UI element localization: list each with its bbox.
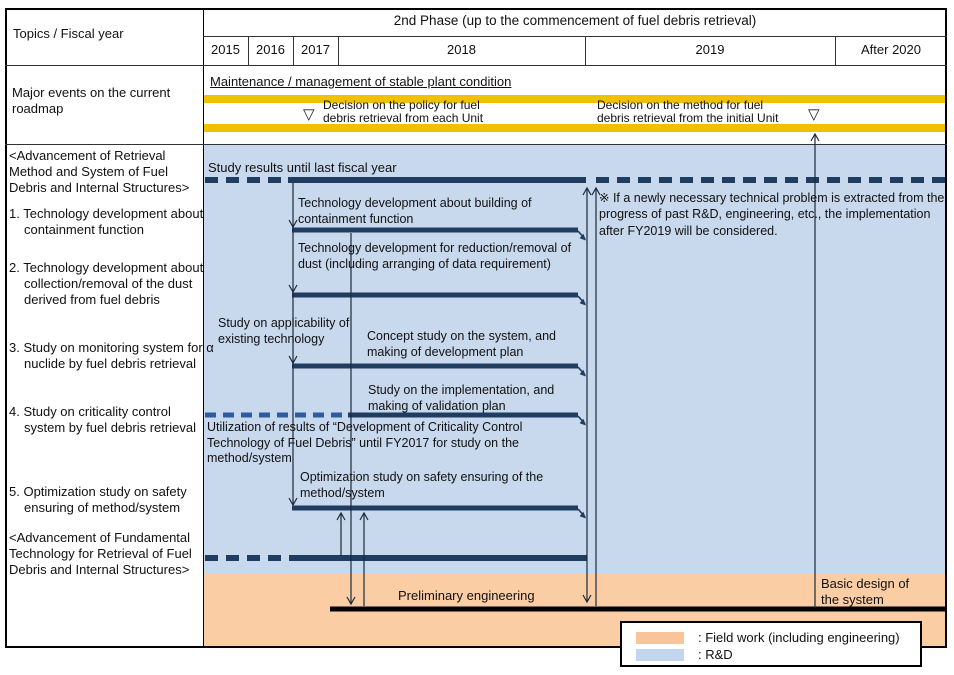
major-events-row-label: Major events on the current roadmap xyxy=(12,85,171,117)
decision-policy-label: Decision on the policy for fuel debris r… xyxy=(323,98,543,126)
year-2015: 2015 xyxy=(211,42,240,57)
decision-method-line2: debris retrieval from the initial Unit xyxy=(597,111,779,126)
year-2019: 2019 xyxy=(695,42,725,57)
year-divider-2015-2016 xyxy=(248,36,249,65)
year-divider-2016-2017 xyxy=(293,36,294,65)
rnd-label: : R&D xyxy=(698,647,733,662)
table-row-divider-events xyxy=(5,144,947,145)
table-row-divider-phase xyxy=(203,36,947,37)
topic-advancement-fundamental: <Advancement of Fundamental Technology f… xyxy=(9,530,192,577)
topic-item-5: 5. Optimization study on safety ensuring… xyxy=(9,484,187,515)
containment-label: Technology development about building of… xyxy=(298,196,532,226)
rnd-swatch xyxy=(636,648,684,661)
applicability-label: Study on applicability of existing techn… xyxy=(218,316,350,346)
decision-policy-line2: debris retrieval from each Unit xyxy=(323,111,484,126)
topics-fiscal-year-label: Topics / Fiscal year xyxy=(13,26,124,41)
legend-item-rnd: : R&D xyxy=(636,646,920,663)
implementation-label: Study on the implementation, and making … xyxy=(368,383,555,413)
legend-item-field-work: : Field work (including engineering) xyxy=(636,629,920,646)
decision-policy-marker-icon: ▽ xyxy=(303,106,315,123)
milestone-yellow-bar-bottom xyxy=(204,124,947,132)
rnd-region-background xyxy=(204,144,947,573)
year-divider-2017-2018 xyxy=(338,36,339,65)
maintenance-label: Maintenance / management of stable plant… xyxy=(210,74,512,89)
study-results-label: Study results until last fiscal year xyxy=(208,160,397,175)
year-2016: 2016 xyxy=(256,42,285,57)
note-label: ※ If a newly necessary technical problem… xyxy=(599,191,945,238)
decision-method-marker-icon: ▽ xyxy=(808,106,820,123)
criticality-label: Utilization of results of “Development o… xyxy=(207,420,523,465)
year-2018: 2018 xyxy=(447,42,476,57)
legend-box: : Field work (including engineering) : R… xyxy=(620,621,922,667)
basic-design-label: Basic design of the system xyxy=(821,576,910,608)
topic-item-1: 1. Technology development about containm… xyxy=(9,206,204,237)
decision-method-label: Decision on the method for fuel debris r… xyxy=(597,98,827,126)
concept-label: Concept study on the system, and making … xyxy=(367,329,556,359)
year-after-2020: After 2020 xyxy=(861,42,921,57)
dust-label: Technology development for reduction/rem… xyxy=(298,241,572,271)
field-work-swatch xyxy=(636,631,684,644)
phase-header: 2nd Phase (up to the commencement of fue… xyxy=(393,13,757,28)
decision-policy-line1: Decision on the policy for fuel xyxy=(323,98,480,112)
decision-method-line1: Decision on the method for fuel xyxy=(597,98,764,112)
topic-advancement-retrieval: <Advancement of Retrieval Method and Sys… xyxy=(9,148,190,195)
preliminary-engineering-label: Preliminary engineering xyxy=(398,588,535,603)
year-divider-2019-after2020 xyxy=(835,36,836,65)
optimization-label: Optimization study on safety ensuring of… xyxy=(300,470,544,500)
table-row-divider-years xyxy=(5,65,947,66)
topic-item-3: 3. Study on monitoring system for α nucl… xyxy=(9,340,214,371)
year-divider-2018-2019 xyxy=(585,36,586,65)
topic-item-4: 4. Study on criticality control system b… xyxy=(9,404,196,435)
table-outer-border xyxy=(5,8,947,648)
milestone-yellow-bar-top xyxy=(204,95,947,103)
field-work-label: : Field work (including engineering) xyxy=(698,630,900,645)
table-column-divider xyxy=(203,8,204,648)
topic-item-2: 2. Technology development about collecti… xyxy=(9,260,204,307)
year-2017: 2017 xyxy=(301,42,330,57)
